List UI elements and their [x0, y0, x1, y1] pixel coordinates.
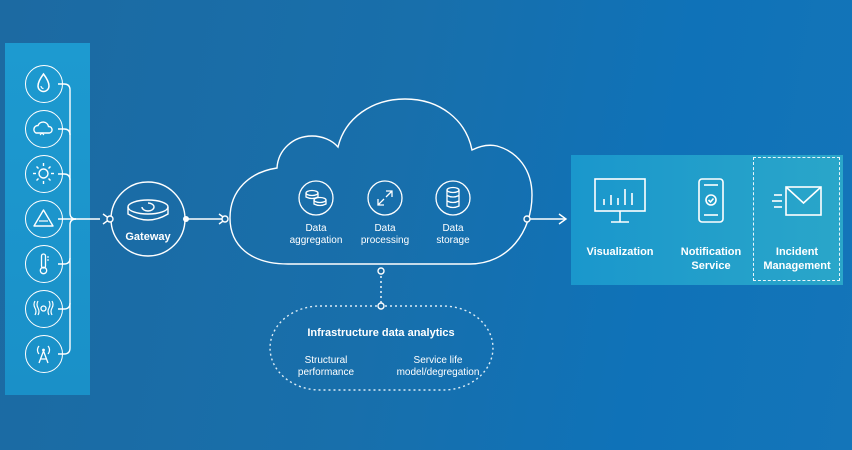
incident-label-line2: Management — [763, 260, 831, 272]
output-panel: Visualization Notification Service Incid… — [571, 155, 843, 285]
monitor-chart-icon — [594, 178, 646, 223]
storage-line2: storage — [436, 235, 470, 246]
aggregation-line2: aggregation — [289, 235, 343, 246]
output-icons — [594, 178, 822, 223]
service-life-line1: Service life — [413, 355, 463, 366]
envelope-icon — [772, 186, 822, 216]
notification-label-line2: Service — [691, 260, 731, 272]
processing-line2: processing — [360, 235, 410, 246]
structural-line2: performance — [297, 367, 355, 378]
visualization-label: Visualization — [586, 246, 654, 258]
notification-label-line1: Notification — [680, 246, 742, 258]
service-life-line2: model/degregation — [396, 367, 480, 378]
storage-line1: Data — [442, 223, 464, 234]
incident-label-line1: Incident — [775, 246, 819, 258]
processing-line1: Data — [374, 223, 396, 234]
phone-notification-icon — [698, 178, 724, 223]
gateway-label: Gateway — [125, 231, 171, 243]
aggregation-line1: Data — [305, 223, 327, 234]
analytics-title: Infrastructure data analytics — [307, 327, 455, 339]
incident-management-highlight — [753, 157, 840, 281]
structural-line1: Structural — [304, 355, 348, 366]
